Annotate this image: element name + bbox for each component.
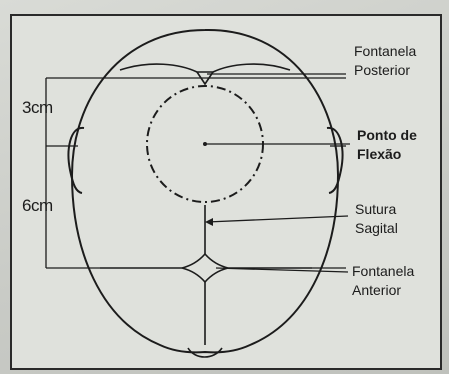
- label-fontanela-anterior-line1: Fontanela: [352, 262, 414, 281]
- dimension-3cm: 3cm: [22, 98, 53, 117]
- label-fontanela-posterior: Fontanela Posterior: [354, 42, 416, 80]
- label-fontanela-posterior-line1: Fontanela: [354, 42, 416, 61]
- label-ponto-de-flexao-line2: Flexão: [357, 145, 417, 164]
- label-sutura-sagital: Sutura Sagital: [355, 200, 398, 238]
- label-fontanela-anterior-line2: Anterior: [352, 281, 414, 300]
- sagittal-arrowhead: [205, 218, 213, 226]
- label-sutura-sagital-line1: Sutura: [355, 200, 398, 219]
- label-fontanela-posterior-line2: Posterior: [354, 61, 416, 80]
- label-sutura-sagital-line2: Sagital: [355, 219, 398, 238]
- dimension-6cm: 6cm: [22, 196, 53, 215]
- label-fontanela-anterior: Fontanela Anterior: [352, 262, 414, 300]
- label-ponto-de-flexao: Ponto de Flexão: [357, 126, 417, 164]
- anterior-fontanelle: [100, 254, 312, 345]
- label-ponto-de-flexao-line1: Ponto de: [357, 126, 417, 145]
- leader-sagittal: [207, 216, 348, 222]
